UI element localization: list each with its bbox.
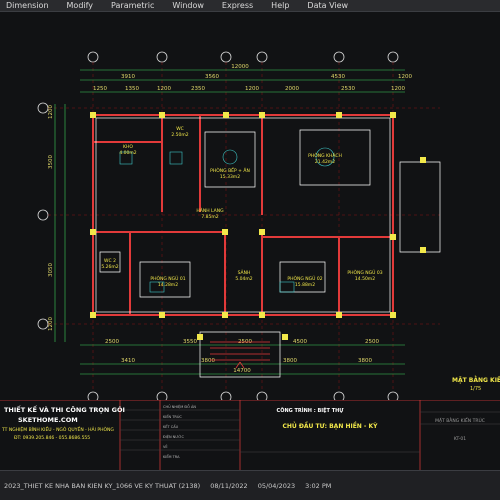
- sheet-code: KT-01: [454, 436, 466, 442]
- room-living-name: PHÒNG KHÁCH: [308, 152, 342, 159]
- room-hall-name: SẢNH: [238, 268, 251, 276]
- room-kitchen-area: 15.33m2: [220, 174, 240, 180]
- dim-bot2-4: 3800: [358, 358, 372, 364]
- dim-left-4: 1200: [48, 317, 54, 331]
- entrance-steps: [210, 341, 270, 369]
- room-wc-area: 2.50m2: [171, 132, 188, 138]
- dim-sub-3: 1200: [157, 86, 171, 92]
- dim-top-2: 3560: [205, 74, 219, 80]
- room-hall-area: 5.04m2: [235, 276, 252, 282]
- room-wc2-area: 5.26m2: [101, 264, 118, 270]
- title-block: THIẾT KẾ VÀ THI CÔNG TRỌN GÓI SKETHOME.C…: [0, 399, 500, 470]
- dim-bot2-2: 3800: [201, 358, 215, 364]
- status-file-text: 2023_THIET KE NHA BAN KIEN KY_1066 VE KY…: [4, 481, 201, 490]
- side-label-scale: 1/75: [470, 386, 481, 392]
- dim-bot-5: 2500: [365, 339, 379, 345]
- role-3: KẾT CẤU: [163, 423, 179, 429]
- room-wc2-name: WC 2: [104, 258, 116, 264]
- room-bed2-name: PHÒNG NGỦ 02: [287, 274, 322, 282]
- status-bar: 2023_THIET KE NHA BAN KIEN KY_1066 VE KY…: [0, 470, 500, 500]
- dim-sub-8: 1200: [391, 86, 405, 92]
- room-bed1-name: PHÒNG NGỦ 01: [150, 274, 185, 282]
- menu-express[interactable]: Express: [221, 1, 254, 10]
- project-label: CÔNG TRÌNH : BIỆT THỰ: [277, 406, 345, 414]
- dim-bot-2: 3550: [183, 339, 197, 345]
- menu-window[interactable]: Window: [172, 1, 204, 10]
- menu-parametric[interactable]: Parametric: [111, 1, 155, 10]
- dim-left-3: 3050: [48, 263, 54, 277]
- dimension-lines: [54, 69, 405, 375]
- dimension-texts-left: 1200 3500 3050 1200: [48, 105, 54, 331]
- menu-data-view[interactable]: Data View: [307, 1, 349, 10]
- dim-bot2-1: 3410: [121, 358, 135, 364]
- status-time: 3:02 PM: [305, 481, 332, 490]
- company-line1: THIẾT KẾ VÀ THI CÔNG TRỌN GÓI: [4, 404, 125, 414]
- drawing-viewport[interactable]: 12000 3910 3560 4530 1200 1250 1350 1200…: [0, 12, 500, 457]
- columns: [90, 112, 426, 340]
- company-line3: TT NGHIỆM BÌNH KIỀU - NGÔ QUYỀN - HẢI PH…: [1, 425, 114, 433]
- dim-bot-4: 4500: [293, 339, 307, 345]
- menu-modify[interactable]: Modify: [66, 1, 94, 10]
- role-4: ĐIỆN NƯỚC: [163, 434, 185, 439]
- title-block-svg: THIẾT KẾ VÀ THI CÔNG TRỌN GÓI SKETHOME.C…: [0, 399, 500, 470]
- company-line2: SKETHOME.COM: [18, 416, 78, 424]
- dim-bot-total: 14700: [233, 368, 251, 374]
- dim-bot2-3: 3800: [283, 358, 297, 364]
- room-bed2-area: 15.88m2: [295, 282, 315, 288]
- company-phone: ĐT: 0939.205.846 - 055.8686.555: [14, 435, 90, 441]
- room-corridor-area: 7.85m2: [201, 214, 218, 220]
- role-6: KIỂM TRA: [163, 454, 180, 459]
- side-label: MẶT BẰNG KIẾN: [452, 376, 500, 384]
- room-corridor-name: HÀNH LANG: [196, 207, 224, 214]
- furniture: [119, 147, 335, 293]
- dim-sub-4: 2350: [191, 86, 205, 92]
- role-2: KIẾN TRÚC: [163, 413, 182, 419]
- menu-bar: Dimension Modify Parametric Window Expre…: [0, 0, 500, 12]
- dim-top-4: 1200: [398, 74, 412, 80]
- role-1: CHỦ NHIỆM ĐỒ ÁN: [163, 404, 196, 409]
- dim-sub-7: 2530: [341, 86, 355, 92]
- room-kho-name: KHO: [123, 144, 133, 150]
- walls: [92, 114, 394, 316]
- dim-top-total: 12000: [231, 64, 249, 70]
- dim-bot-1: 2500: [105, 339, 119, 345]
- status-date2: 05/04/2023: [257, 481, 296, 490]
- floor-plan-svg: 12000 3910 3560 4530 1200 1250 1350 1200…: [0, 12, 500, 457]
- dim-sub-2: 1350: [125, 86, 139, 92]
- room-wc-name: WC: [176, 126, 184, 132]
- room-bed1-area: 14.28m2: [158, 282, 178, 288]
- room-bed3-name: PHÒNG NGỦ 03: [347, 268, 382, 276]
- menu-help[interactable]: Help: [271, 1, 290, 10]
- room-kitchen-name: PHÒNG BẾP + ĂN: [210, 166, 250, 174]
- dim-left-2: 3500: [48, 155, 54, 169]
- room-kho-area: 4.00m2: [119, 150, 136, 156]
- room-labels: KHO 4.00m2 WC 2.50m2 PHÒNG KHÁCH 21.42m2…: [101, 126, 382, 288]
- dim-sub-5: 1200: [245, 86, 259, 92]
- role-5: VẼ: [163, 444, 168, 449]
- owner-label: CHỦ ĐẦU TƯ: BẠN HIỀN - KỲ: [283, 421, 379, 430]
- room-living-area: 21.42m2: [315, 159, 335, 165]
- dim-sub-1: 1250: [93, 86, 107, 92]
- dimension-texts: 12000 3910 3560 4530 1200 1250 1350 1200…: [93, 64, 412, 374]
- dim-left-1: 1200: [48, 105, 54, 119]
- inner-lines: [95, 117, 441, 378]
- status-date1: 08/11/2022: [210, 481, 248, 490]
- dim-sub-6: 2000: [285, 86, 299, 92]
- dim-top-3: 4530: [331, 74, 345, 80]
- menu-dimension[interactable]: Dimension: [6, 1, 49, 10]
- dim-top-1: 3910: [121, 74, 135, 80]
- sheet-title: MẶT BẰNG KIẾN TRÚC: [435, 416, 485, 424]
- room-bed3-area: 14.50m2: [355, 276, 375, 282]
